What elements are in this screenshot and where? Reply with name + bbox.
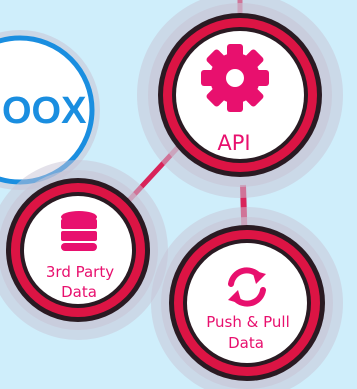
push-pull-node: Push & Pull Data	[151, 207, 343, 389]
sync-arrows-icon	[228, 267, 266, 307]
gear-icon	[201, 44, 269, 112]
box-logo-icon: OOX	[2, 90, 87, 132]
database-icon	[61, 211, 97, 251]
third-party-label-line1: 3rd Party	[46, 263, 114, 281]
api-label: API	[217, 131, 250, 155]
push-pull-label-line1: Push & Pull	[206, 313, 289, 331]
push-pull-label-line2: Data	[228, 334, 264, 352]
api-node: API	[137, 0, 343, 198]
third-party-label-line2: Data	[61, 283, 97, 301]
logo-node: OOX	[0, 30, 100, 190]
third-party-node: 3rd Party Data	[0, 160, 168, 340]
